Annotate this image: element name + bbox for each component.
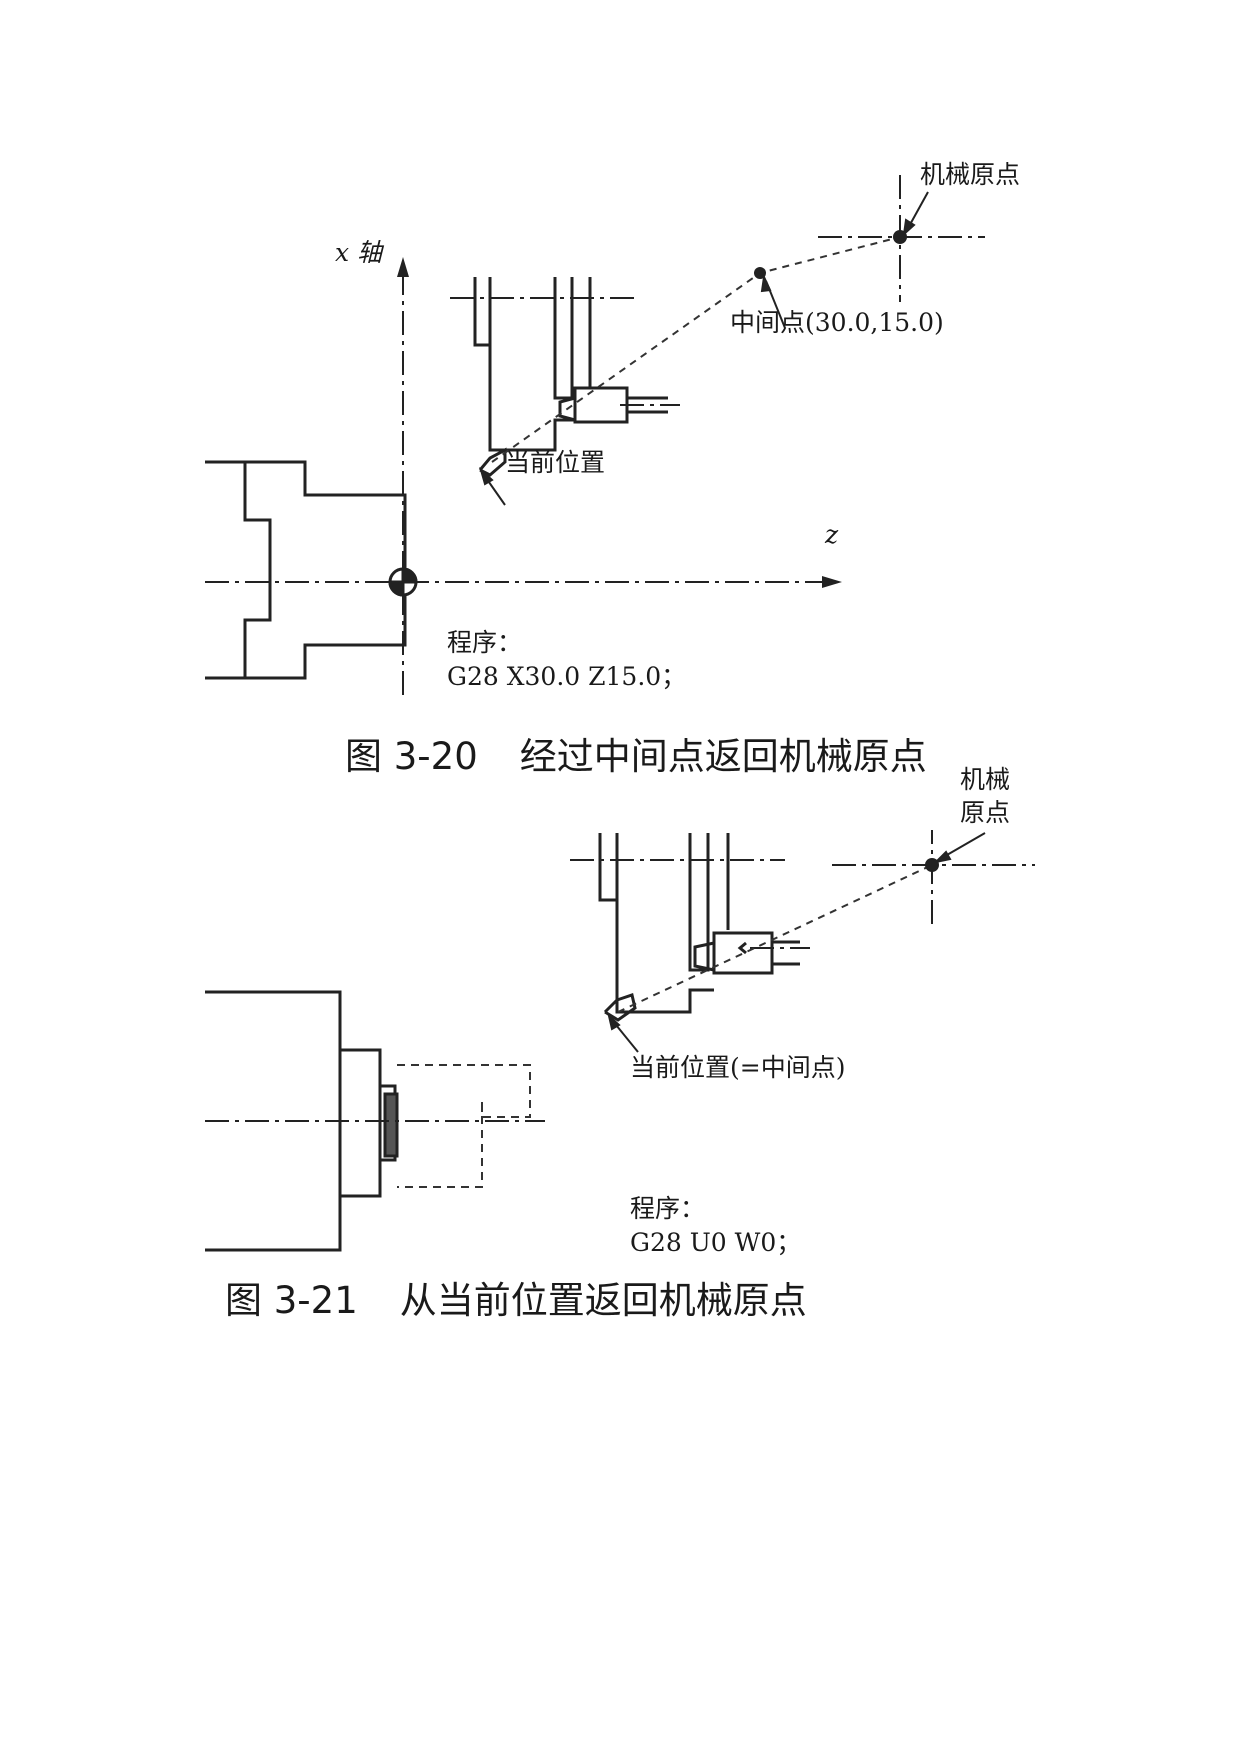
figure-3-20-drawing: [205, 175, 985, 695]
z-axis-arrow: [822, 576, 842, 588]
machine-origin-label: 机械原点: [920, 160, 1021, 189]
x-axis-label-text: x 轴: [335, 238, 383, 267]
x-axis-label: x 轴: [335, 240, 382, 265]
figure-caption: 图 3-21 从当前位置返回机械原点: [225, 1282, 807, 1319]
current-position-label: 当前位置: [505, 448, 606, 477]
figure-caption: 图 3-20 经过中间点返回机械原点: [345, 738, 927, 775]
program-block: 程序： G28 U0 W0；: [630, 1192, 801, 1260]
return-path: [617, 864, 933, 1013]
program-code: G28 U0 W0；: [630, 1228, 802, 1257]
machine-origin-label-line1: 机械: [960, 765, 1011, 794]
workpiece-dashed-outline: [397, 1064, 531, 1188]
figure-3-20: x 轴 z 机械原点 中间点(30.0,15.0) 当前位置 程序： G28 X…: [0, 150, 1241, 775]
tool-holder: [473, 277, 668, 477]
x-axis-arrow: [397, 257, 409, 277]
current-position-label: 当前位置(=中间点): [630, 1053, 846, 1082]
machine-origin-label: 机械 原点: [960, 767, 1010, 825]
caption-title: 从当前位置返回机械原点: [399, 1279, 807, 1322]
chuck-outline: [205, 990, 399, 1252]
program-label: 程序：: [447, 628, 523, 657]
intermediate-point-label: 中间点(30.0,15.0): [730, 308, 944, 337]
program-code: G28 X30.0 Z15.0；: [447, 662, 687, 691]
caption-number: 图 3-20: [345, 735, 478, 778]
machine-origin-label-line2: 原点: [960, 798, 1011, 827]
figure-3-21-drawing: [205, 830, 1035, 1252]
intermediate-point: [754, 267, 766, 279]
program-block: 程序： G28 X30.0 Z15.0；: [447, 626, 686, 694]
caption-title: 经过中间点返回机械原点: [519, 735, 927, 778]
return-path: [491, 236, 901, 463]
figure-3-21: 机械 原点 当前位置(=中间点) 程序： G28 U0 W0； 图 3-21 从当…: [0, 767, 1241, 1450]
program-label: 程序：: [630, 1194, 706, 1223]
tool-holder: [598, 833, 800, 1022]
z-axis-label: z: [825, 520, 839, 549]
chuck-outline: [205, 460, 407, 680]
caption-number: 图 3-21: [225, 1279, 358, 1322]
